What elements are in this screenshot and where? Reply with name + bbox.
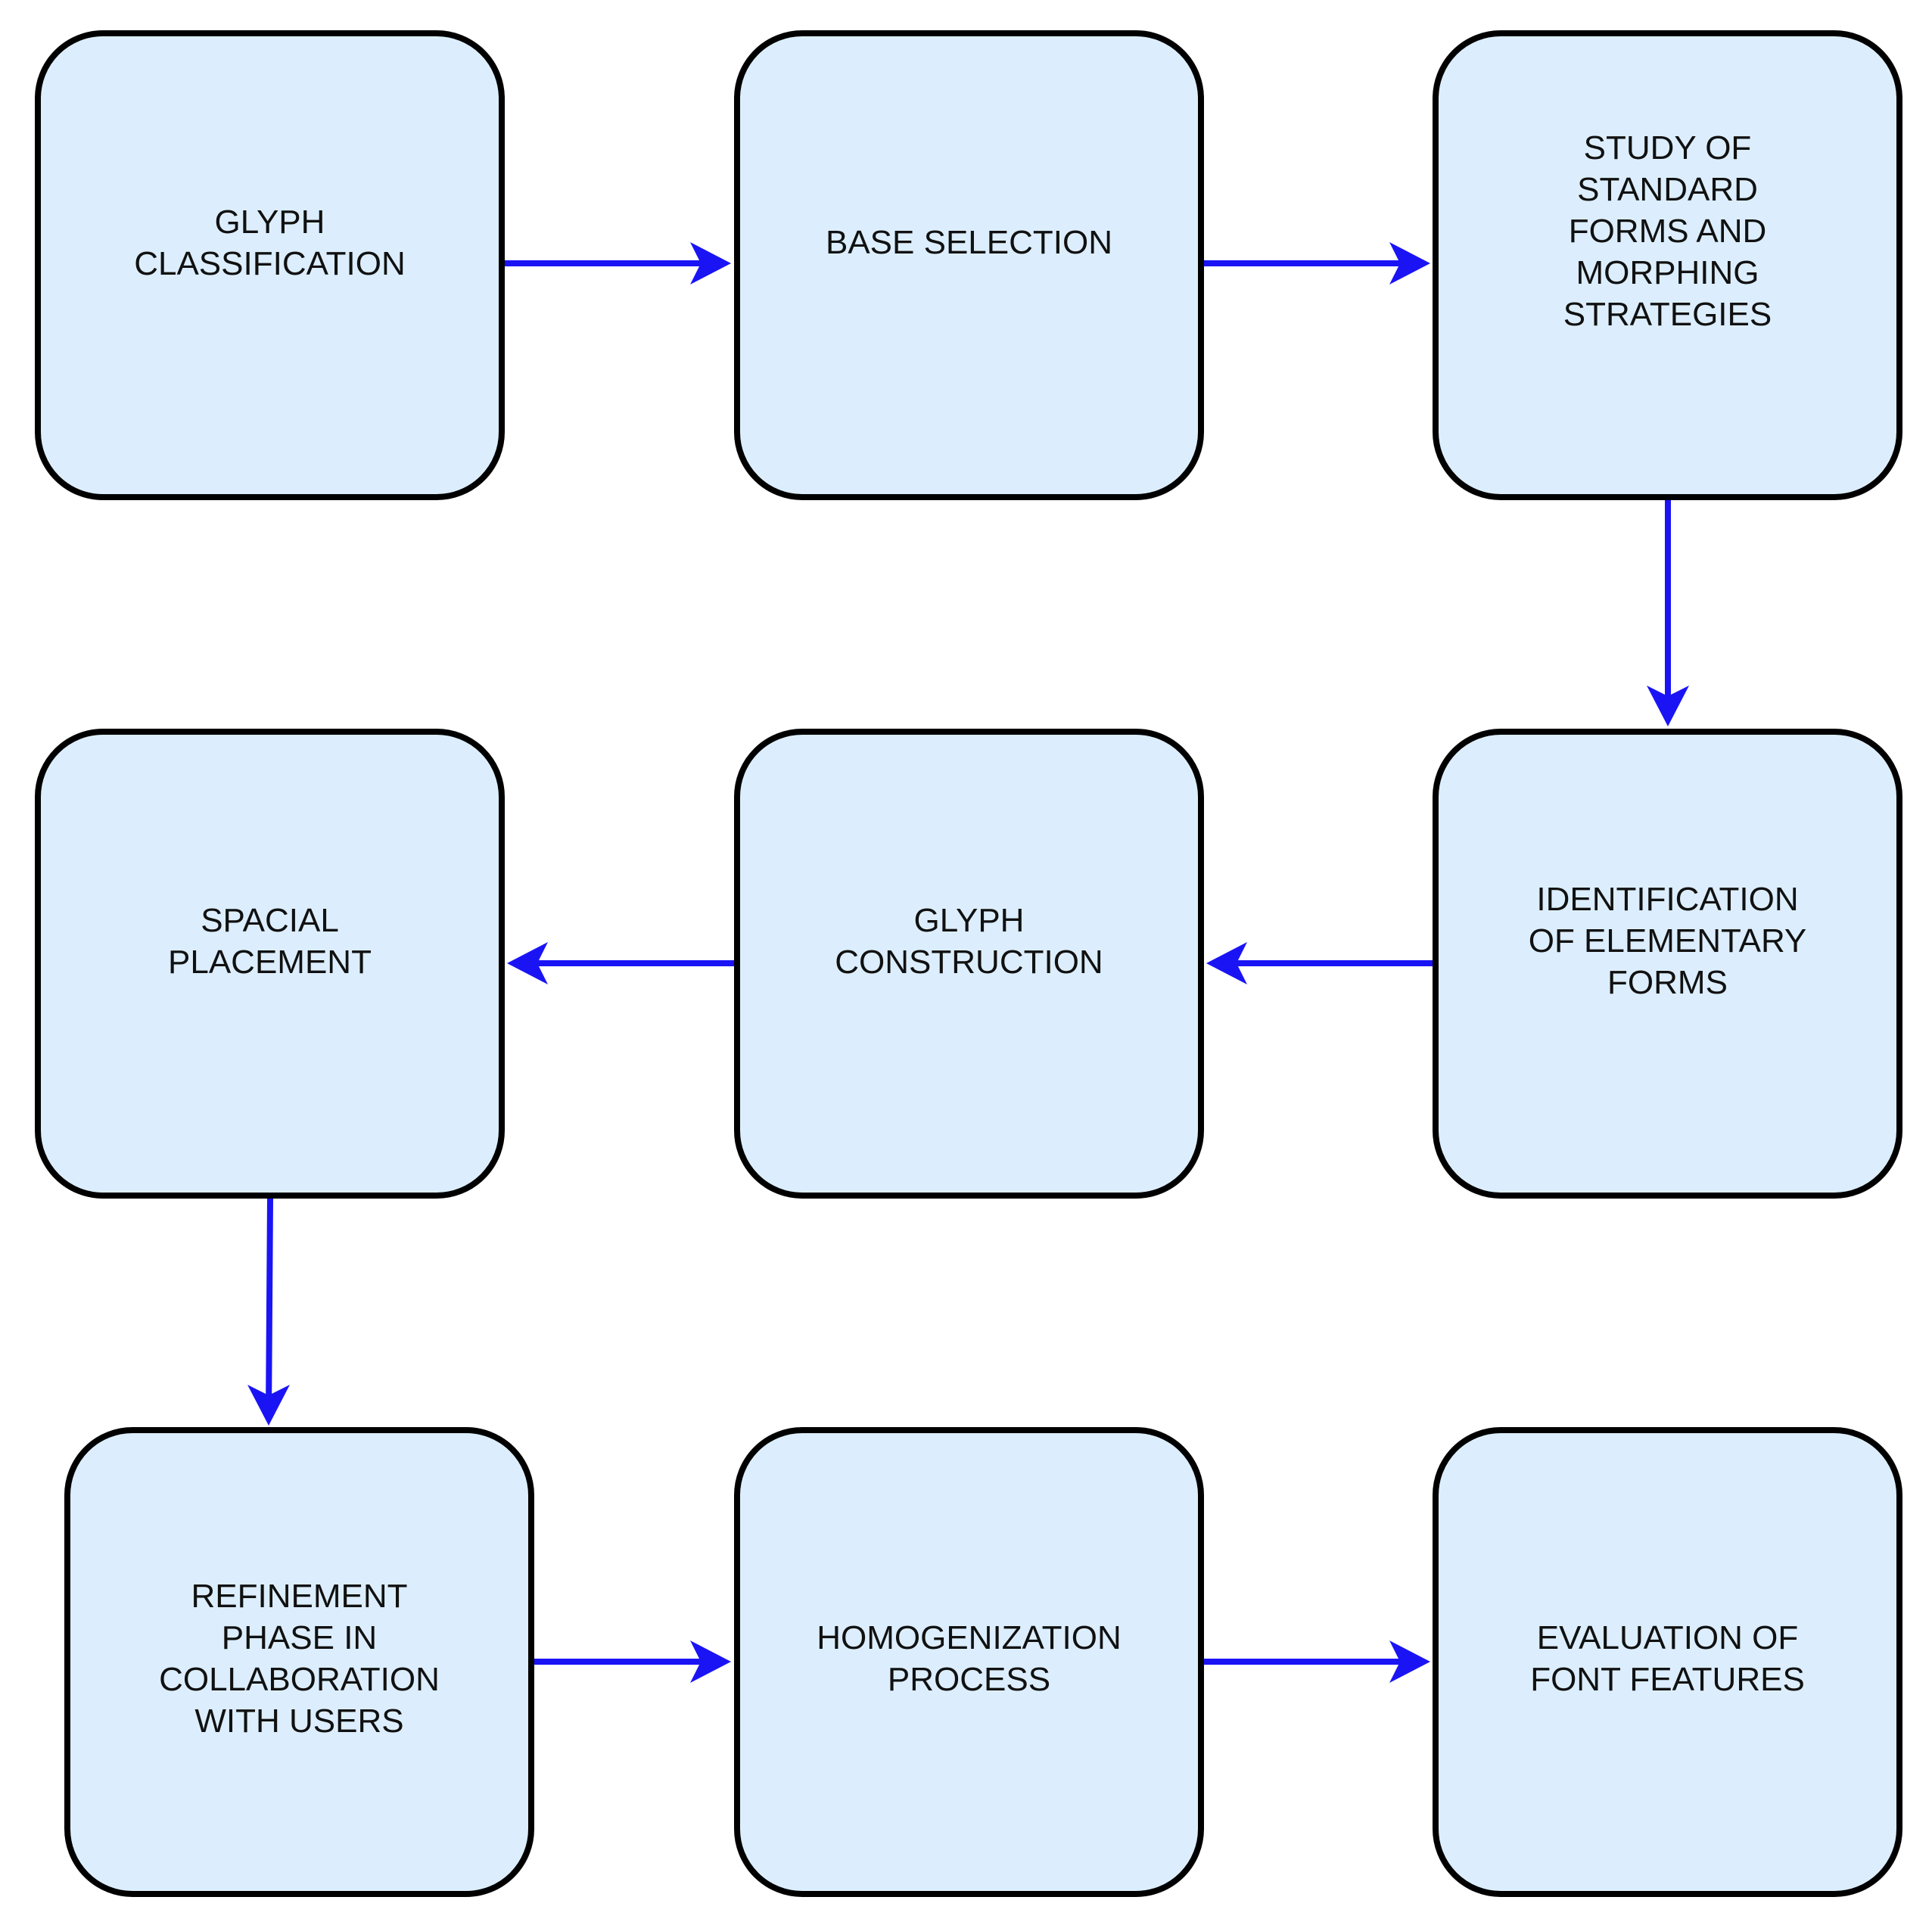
step-label: SPACIAL PLACEMENT: [168, 901, 372, 981]
arrow-study-to-identification: [1647, 500, 1689, 726]
step-label: GLYPH CLASSIFICATION: [134, 203, 406, 282]
step-label: EVALUATION OF FONT FEATURES: [1530, 1619, 1805, 1698]
step-label: REFINEMENT PHASE IN COLLABORATION WITH U…: [159, 1577, 440, 1740]
step-study-standard-forms: STUDY OF STANDARD FORMS AND MORPHING STR…: [1433, 30, 1902, 500]
step-glyph-construction: GLYPH CONSTRUCTION: [734, 729, 1204, 1199]
arrow-spacial-placement-to-refinement: [247, 1198, 290, 1426]
step-base-selection: BASE SELECTION: [734, 30, 1204, 500]
arrow-homogenization-to-evaluation: [1204, 1640, 1430, 1683]
step-identification-elementary-forms: IDENTIFICATION OF ELEMENTARY FORMS: [1433, 729, 1902, 1199]
step-label: STUDY OF STANDARD FORMS AND MORPHING STR…: [1563, 129, 1772, 333]
step-label: BASE SELECTION: [825, 224, 1112, 261]
step-homogenization-process: HOMOGENIZATION PROCESS: [734, 1427, 1204, 1897]
arrow-base-selection-to-study-standard-forms: [1204, 242, 1430, 285]
step-label: GLYPH CONSTRUCTION: [835, 901, 1103, 981]
step-label: HOMOGENIZATION PROCESS: [817, 1619, 1122, 1698]
step-spacial-placement: SPACIAL PLACEMENT: [35, 729, 505, 1199]
step-glyph-classification: GLYPH CLASSIFICATION: [35, 30, 505, 500]
arrow-glyph-classification-to-base-selection: [505, 242, 731, 285]
arrow-identification-to-glyph-construction: [1206, 942, 1433, 984]
arrow-refinement-to-homogenization: [534, 1640, 731, 1683]
step-evaluation-font-features: EVALUATION OF FONT FEATURES: [1433, 1427, 1902, 1897]
step-refinement-phase: REFINEMENT PHASE IN COLLABORATION WITH U…: [64, 1427, 534, 1897]
arrow-glyph-construction-to-spacial-placement: [507, 942, 734, 984]
step-label: IDENTIFICATION OF ELEMENTARY FORMS: [1528, 881, 1807, 1001]
